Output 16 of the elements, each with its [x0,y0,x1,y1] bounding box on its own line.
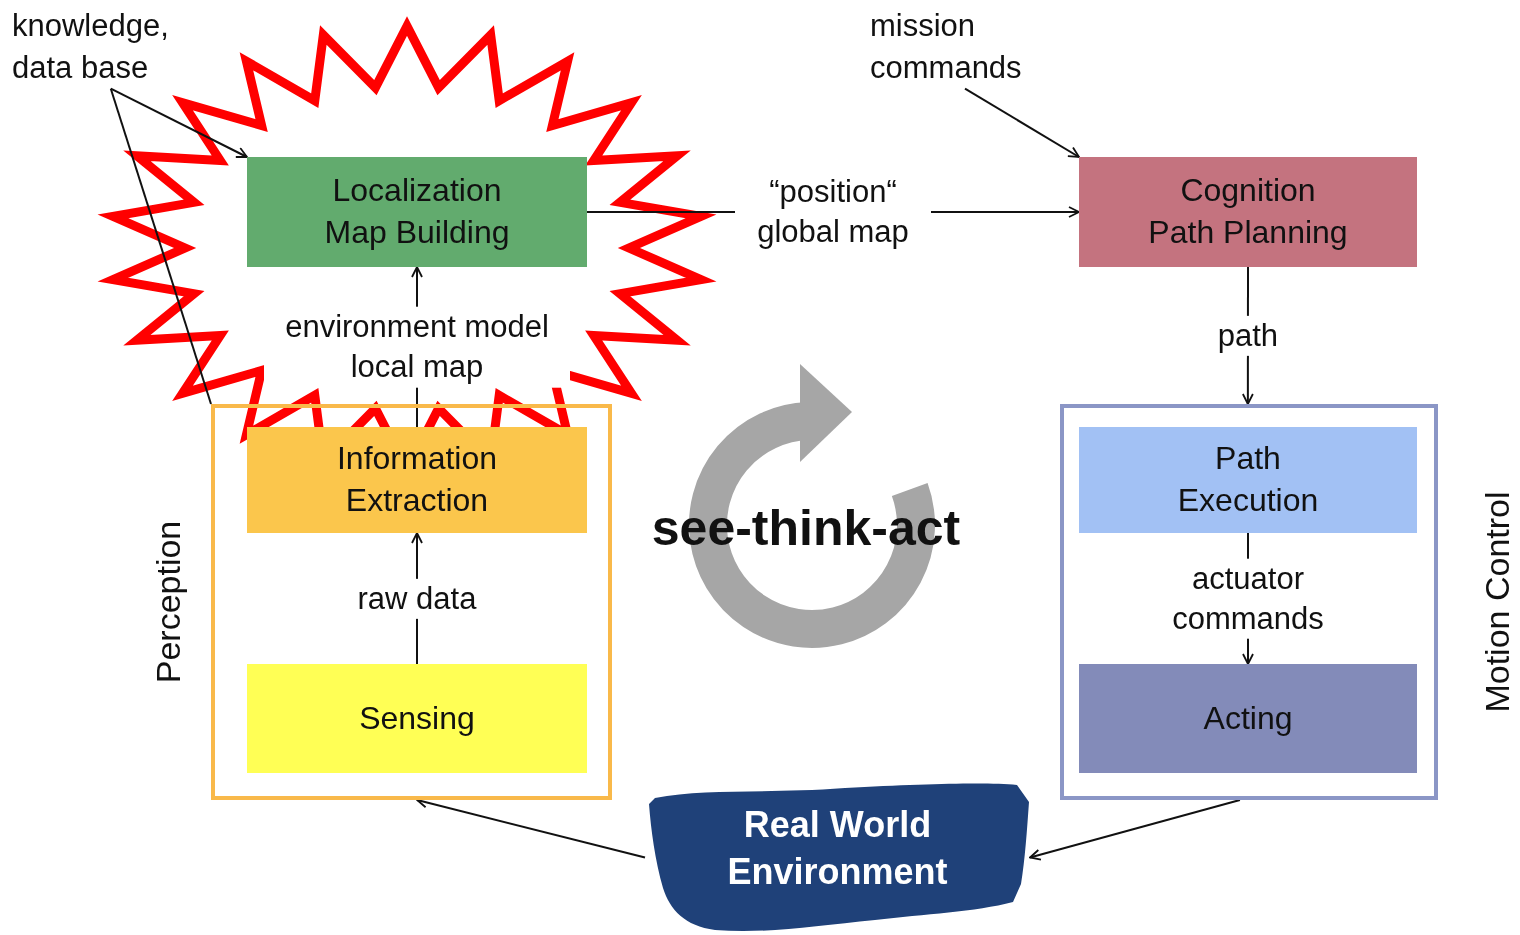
arrow [964,87,1080,158]
center-label: see-think-act [651,499,961,557]
environment-label: Real World Environment [726,803,949,894]
arrow [109,87,248,158]
arrow [1029,799,1241,861]
annotation-text: mission commands [870,5,1060,89]
process-box: Path Execution [1079,427,1417,533]
process-box: Information Extraction [247,427,587,533]
edge-label: environment model local map [264,306,570,388]
group-label: Motion Control [1477,491,1517,713]
process-box: Localization Map Building [247,157,587,267]
process-box: Sensing [247,664,587,773]
process-box: Acting [1079,664,1417,773]
process-box: Cognition Path Planning [1079,157,1417,267]
annotation-text: knowledge, data base [12,5,202,89]
group-label: Perception [148,520,188,684]
